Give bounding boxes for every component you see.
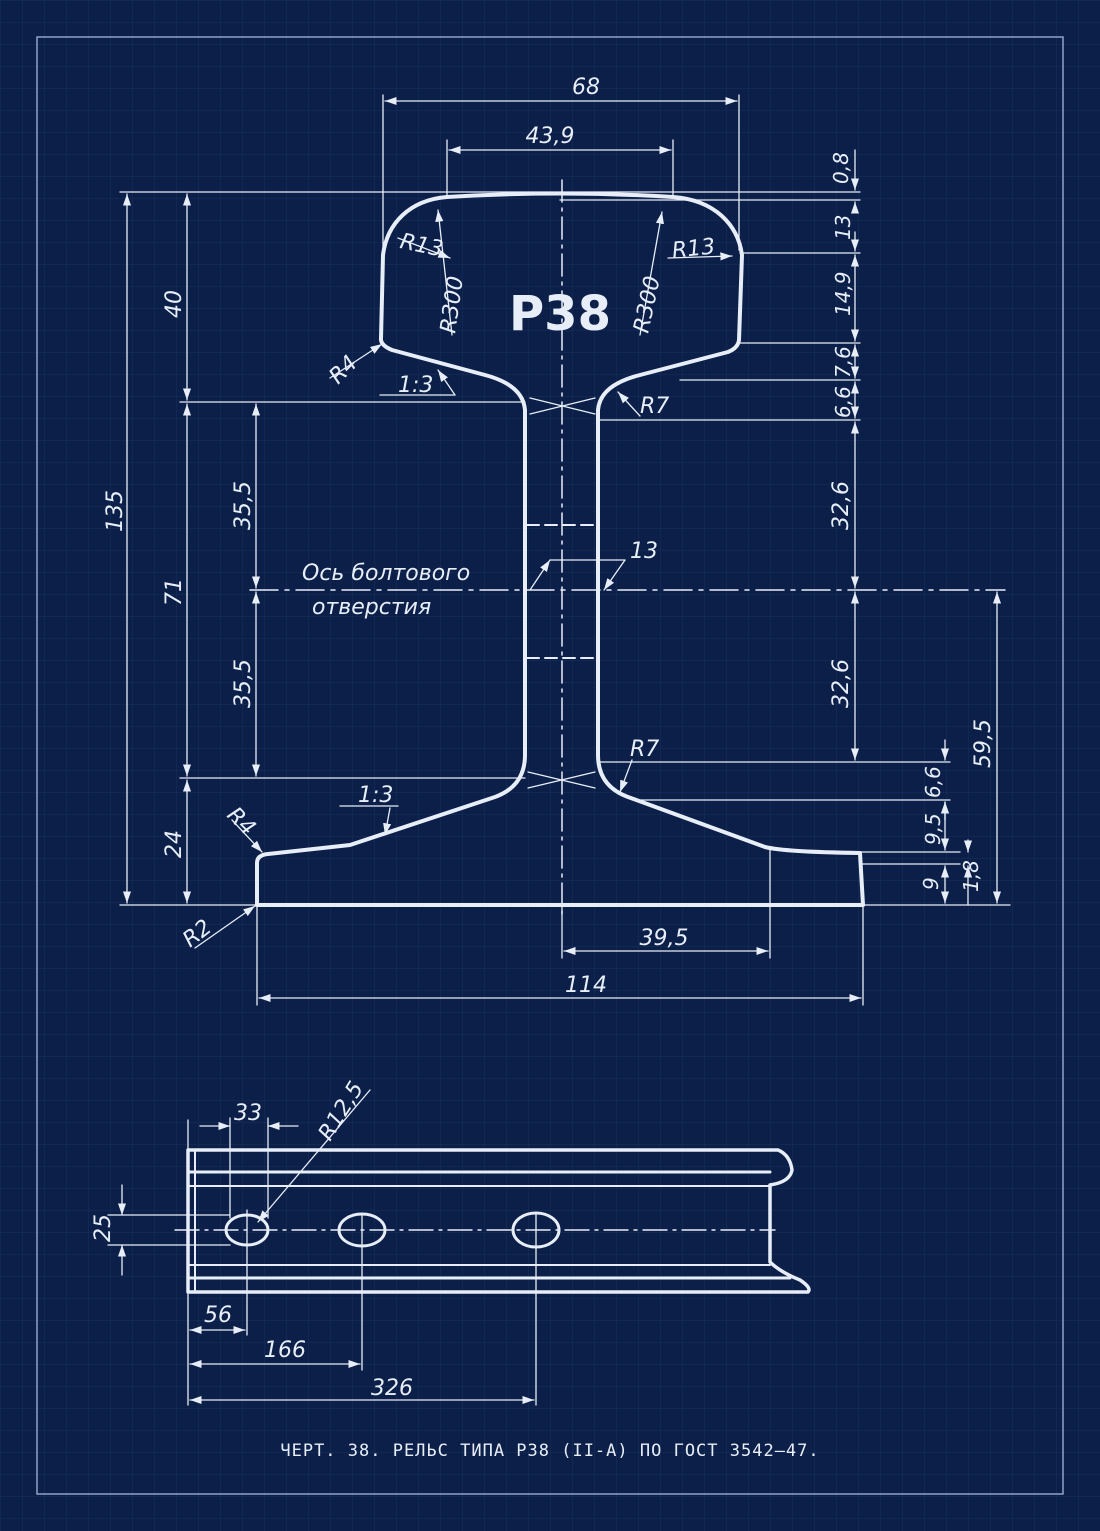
dim-166: 166: [264, 1338, 306, 1363]
sheet-border: [36, 36, 1064, 1495]
rail-cross-section: [119, 94, 1011, 1006]
dim-59-5: 59,5: [971, 719, 996, 768]
dim-head-height: 40: [162, 290, 187, 318]
dim-0-8: 0,8: [829, 152, 853, 184]
dim-7-6: 7,6: [831, 346, 855, 378]
rail-profile-outline: [255, 191, 865, 907]
bolt-axis-label-1: Ось болтового: [302, 561, 470, 586]
dim-half-foot: 39,5: [640, 926, 689, 951]
rail-side-view: [107, 1089, 811, 1406]
dim-head-width: 68: [572, 75, 600, 100]
dim-foot-width: 114: [565, 973, 607, 998]
profile-label: Р38: [509, 286, 611, 342]
dim-56: 56: [204, 1303, 232, 1328]
dim-326: 326: [371, 1376, 413, 1401]
dim-13-right: 13: [831, 215, 855, 240]
dim-14-9: 14,9: [831, 271, 855, 316]
dim-slope-top: 1:3: [398, 373, 433, 398]
dim-r7-bottom: R7: [630, 737, 659, 762]
dim-6-6-bottom: 6,6: [921, 766, 945, 798]
dim-half-web-bottom: 35,5: [231, 659, 256, 708]
dim-32-6-bottom: 32,6: [829, 659, 854, 708]
dim-head-top-width: 43,9: [526, 124, 575, 149]
dim-32-6-top: 32,6: [829, 481, 854, 530]
dim-foot-height: 24: [162, 830, 187, 858]
dim-half-web-top: 35,5: [231, 481, 256, 530]
dim-r7-top: R7: [640, 394, 669, 419]
drawing-caption: ЧЕРТ. 38. РЕЛЬС ТИПА Р38 (II-А) ПО ГОСТ …: [280, 1441, 819, 1461]
dim-33: 33: [234, 1101, 262, 1126]
dim-web-thickness: 13: [630, 539, 658, 564]
dim-25: 25: [91, 1214, 116, 1242]
dim-slope-bottom: 1:3: [358, 783, 393, 808]
dim-web-height: 71: [162, 578, 187, 606]
bolt-axis-label-2: отверстия: [312, 595, 431, 620]
dim-r13-right: R13: [671, 234, 717, 263]
dim-9-5: 9,5: [921, 813, 945, 845]
dim-6-6-top: 6,6: [831, 386, 855, 418]
dim-1-8: 1,8: [959, 860, 983, 892]
dim-total-height: 135: [103, 490, 128, 532]
dim-9: 9: [919, 877, 943, 890]
